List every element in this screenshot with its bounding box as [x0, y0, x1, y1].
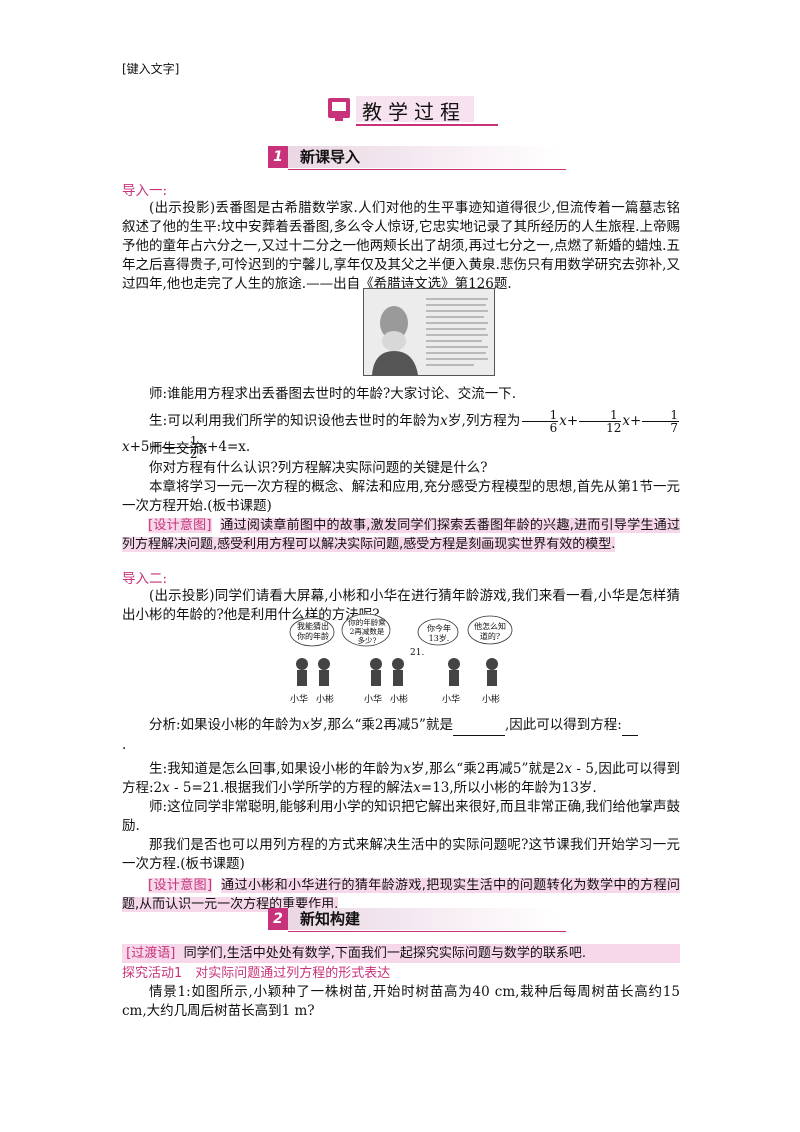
diophantus-portrait [363, 288, 495, 376]
section-title: 新课导入 [300, 148, 361, 166]
section-number-icon: 2 [268, 908, 288, 930]
design-label: [设计意图] [148, 518, 212, 533]
page-title: 教学过程 [362, 100, 466, 124]
label-xiaobin: 小彬 [482, 695, 501, 705]
section-header-2: 2 新知构建 [268, 908, 568, 934]
section-title: 新知构建 [300, 910, 361, 928]
paragraph-student-solution: 生:我知道是怎么回事,如果设小彬的年龄为x岁,那么“乘2再减5”就是2x - 5… [122, 761, 680, 796]
design-intent-2: [设计意图] 通过小彬和小华进行的猜年龄游戏,把现实生活中的问题转化为数学中的方… [122, 878, 680, 912]
answer-blank[interactable] [452, 716, 505, 736]
speech-bubble-1: 我能猜出你的年龄 [297, 622, 329, 641]
page-title-block: 教学过程 [328, 96, 498, 130]
speech-answer: 21. [410, 648, 425, 658]
portrait-image [364, 289, 494, 375]
activity-1-title: 探究活动1 对实际问题通过列方程的形式表达 [122, 966, 391, 981]
intro1-label: 导入一: [122, 183, 168, 199]
paragraph-analysis: 分析:如果设小彬的年龄为x岁,那么“乘2再减5”就是 ,因此可以得到方程: . [122, 716, 680, 755]
scene-1: 情景1:如图所示,小颖种了一株树苗,开始时树苗高为40 cm,栽种后每周树苗长高… [122, 984, 680, 1019]
answer-blank[interactable] [621, 716, 638, 736]
paragraph-chapter-intro: 本章将学习一元一次方程的概念、解法和应用,充分感受方程模型的思想,首先从第1节一… [122, 479, 680, 514]
paragraph-teacher-question: 师:谁能用方程求出丢番图去世时的年龄?大家讨论、交流一下. [149, 386, 517, 402]
section-number-icon: 1 [268, 146, 288, 168]
label-xiaohua: 小华 [290, 695, 309, 705]
paragraph-diophantus: (出示投影)丢番图是古希腊数学家.人们对他的生平事迹知道得很少,但流传着一篇墓志… [122, 200, 680, 292]
design-label: [设计意图] [148, 878, 213, 893]
cartoon-illustration: 我能猜出你的年龄 你的年龄乘2再减数是多少? 21. 你今年13岁. 他怎么知道… [282, 613, 518, 706]
speech-bubble-2: 你的年龄乘2再减数是多少? [348, 618, 386, 645]
label-xiaobin: 小彬 [316, 695, 335, 705]
label-xiaohua: 小华 [364, 695, 383, 705]
label-xiaohua: 小华 [442, 695, 461, 705]
design-intent-1: [设计意图] 通过阅读章前图中的故事,激发同学们探索丢番图年龄的兴趣,进而引导学… [122, 518, 681, 552]
speech-bubble-3: 你今年13岁. [427, 624, 451, 643]
transition-text: [过渡语] 同学们,生活中处处有数学,下面我们一起探究实际问题与数学的联系吧. [122, 944, 680, 963]
paragraph-exchange: 师生交流: [149, 441, 208, 457]
paragraph-question: 你对方程有什么认识?列方程解决实际问题的关键是什么? [149, 460, 488, 476]
label-xiaobin: 小彬 [390, 695, 409, 705]
paragraph-teacher-praise: 师:这位同学非常聪明,能够利用小学的知识把它解出来很好,而且非常正确,我们给他掌… [122, 799, 680, 834]
speech-bubble-4: 他怎么知道的? [474, 622, 506, 641]
monitor-icon [328, 98, 350, 121]
header-text: [键入文字] [122, 62, 180, 76]
paragraph-lesson-intro: 那我们是否也可以用列方程的方式来解决生活中的实际问题呢?这节课我们开始学习一元一… [122, 837, 680, 872]
intro2-label: 导入二: [122, 571, 168, 587]
section-header-1: 1 新课导入 [268, 146, 568, 172]
